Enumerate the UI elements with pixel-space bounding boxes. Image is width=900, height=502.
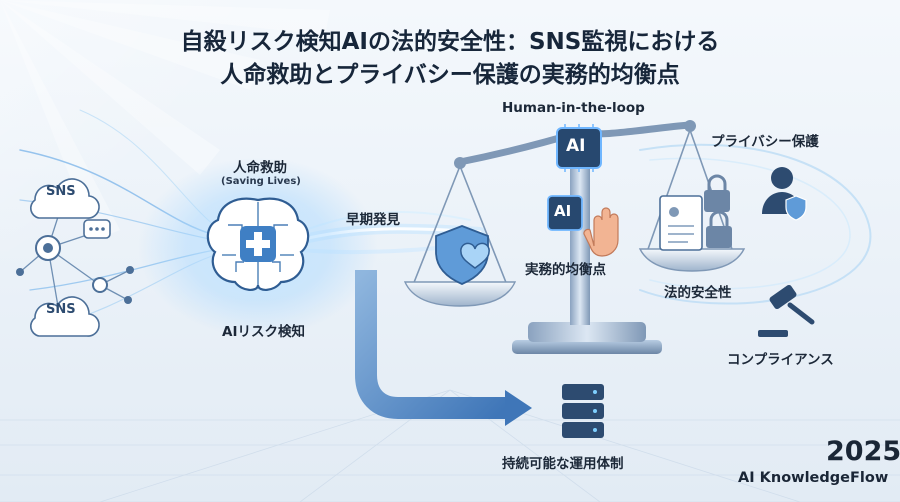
flow-arrow xyxy=(355,270,505,419)
light-rays xyxy=(0,0,330,240)
arrow-head xyxy=(505,390,532,426)
sns-network xyxy=(16,178,134,337)
sustainable-ops-label: 持続可能な運用体制 xyxy=(502,456,624,472)
footer-brand: AI KnowledgeFlow xyxy=(738,470,889,486)
human-in-loop-label: Human-in-the-loop xyxy=(502,100,645,116)
saving-lives-label: 人命救助 xyxy=(233,160,287,176)
ai-chip-top-label: AI xyxy=(566,136,586,156)
ai-risk-label: AIリスク検知 xyxy=(222,324,305,340)
person-shield-icon xyxy=(762,167,807,221)
cloud-icon xyxy=(30,178,100,219)
sns-badge-bottom: SNS xyxy=(46,302,76,317)
early-detection-label: 早期発見 xyxy=(346,212,400,228)
ai-chip-mid-label: AI xyxy=(554,202,572,220)
cloud-icon xyxy=(30,296,100,337)
network-node xyxy=(92,277,108,293)
balance-point-label: 実務的均衡点 xyxy=(525,262,606,278)
gavel-icon xyxy=(758,284,815,337)
compliance-label: コンプライアンス xyxy=(727,352,834,368)
document-lock-icon xyxy=(659,174,732,251)
footer-year: 2025 xyxy=(826,436,900,467)
legal-safety-label: 法的安全性 xyxy=(664,285,732,301)
sns-badge-top: SNS xyxy=(46,184,76,199)
title-line-1: 自殺リスク検知AIの法的安全性：SNS監視における xyxy=(180,29,720,55)
privacy-label: プライバシー保護 xyxy=(711,134,819,150)
brain-icon xyxy=(206,197,310,291)
shield-heart-icon xyxy=(435,225,490,285)
saving-lives-en-label: (Saving Lives) xyxy=(221,176,301,187)
title-line-2: 人命救助とプライバシー保護の実務的均衡点 xyxy=(220,62,680,88)
server-icon xyxy=(562,384,604,438)
